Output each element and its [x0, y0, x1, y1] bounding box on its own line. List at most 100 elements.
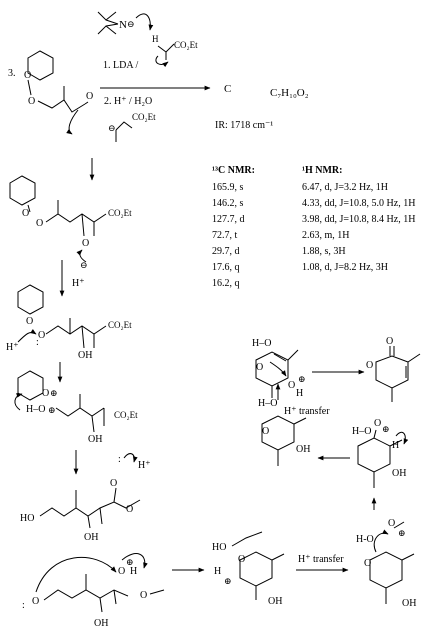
h1-peak: 4.33, dd, J=10.8, 5.0 Hz, 1H: [302, 198, 415, 209]
enolate-minus: ⊖: [108, 123, 116, 133]
carbonyl-oxygen: O: [110, 478, 117, 489]
c13-peak: 29.7, d: [212, 246, 240, 257]
ring-oxygen: O: [26, 316, 33, 327]
alkoxide-minus: ⊖: [80, 260, 88, 270]
hydroxyl: OH: [88, 434, 102, 445]
intermediate-4: O ⊕ H–O ⊕ OH CO₂Et: [17, 370, 138, 445]
chain-1: O O: [27, 79, 93, 113]
h1-peak: 2.63, m, 1H: [302, 230, 350, 241]
curved-arrow-5: [123, 453, 138, 463]
intermediate-2: O O O CO₂Et ⊖: [9, 175, 132, 270]
curved-arrow-4: [14, 392, 23, 411]
intermediate-10: H–O O OH: [258, 398, 310, 466]
enolate-fragment: ⊖ CO₂Et: [108, 112, 156, 142]
intermediate-3: O O : OH CO₂Et: [17, 284, 132, 361]
intermediate-7: HO O H ⊕ OH: [212, 531, 285, 607]
oxonium-plus: ⊕: [398, 528, 406, 538]
protonated-plus: ⊕: [126, 557, 134, 567]
c13-peak: 16.2, q: [212, 278, 240, 289]
hydroxyl: OH: [78, 350, 92, 361]
proton-label-2: H⁺: [6, 342, 19, 353]
h1-title: ¹H NMR:: [302, 165, 343, 176]
hydroxyl: OH: [84, 532, 98, 543]
curved-arrow-ester: [155, 55, 169, 68]
ester-reagent: H CO₂Et: [152, 34, 198, 60]
alpha-h: H: [392, 440, 399, 451]
lone-pair-3: :: [22, 600, 25, 611]
ester-h: H: [130, 566, 137, 577]
hydroxyl: OH: [94, 618, 108, 629]
lda-minus: ⊖: [127, 19, 135, 29]
oxocarbenium-oxygen: O: [118, 566, 125, 577]
aldehyde-oxygen: O: [86, 91, 93, 102]
curved-arrow-8: [373, 529, 389, 553]
h1-peak: 6.47, d, J=3.2 Hz, 1H: [302, 182, 388, 193]
curved-arrow-2: [76, 249, 87, 263]
ether-oxygen: O: [38, 330, 45, 341]
curved-arrow-1: [66, 109, 79, 135]
h1-peaks: 6.47, d, J=3.2 Hz, 1H 4.33, dd, J=10.8, …: [302, 182, 415, 273]
ester-co2et: CO₂Et: [174, 40, 198, 50]
h1-peak: 3.98, dd, J=10.8, 8.4 Hz, 1H: [302, 214, 415, 225]
hydroxyl: OH: [268, 596, 282, 607]
transfer-label-1: H⁺ transfer: [298, 554, 344, 565]
proton-label-1: H⁺: [72, 278, 85, 289]
ring-oxygen: O: [256, 362, 263, 373]
curved-arrow-lda: [135, 13, 154, 31]
intermediate-8: O ⊕ H-O O OH: [356, 518, 416, 609]
hydroxyl: OH: [392, 468, 406, 479]
proton-label-3: H⁺: [138, 460, 151, 471]
ring-oxygen-1: O: [24, 70, 31, 81]
problem-number: 3.: [8, 68, 16, 79]
c13-peak: 165.9, s: [212, 182, 244, 193]
c13-peak: 72.7, t: [212, 230, 238, 241]
lda-structure: N ⊖: [97, 11, 135, 35]
ether-oxygen: O: [36, 218, 43, 229]
oxonium-plus-2: ⊕: [48, 405, 56, 415]
curved-arrow-9: [395, 431, 409, 445]
ester-h: H: [152, 34, 159, 44]
reagent-step1: 1. LDA /: [103, 60, 139, 71]
curved-arrow-10: [269, 361, 287, 377]
lactone-product: O O: [366, 336, 421, 402]
hydroxyl-h: H–O: [352, 426, 371, 437]
hydroxyl-h: H-O: [356, 534, 374, 545]
curved-arrow-7: [121, 553, 148, 569]
c13-peak: 146.2, s: [212, 198, 244, 209]
leaving-plus: ⊕: [298, 374, 306, 384]
h1-peak: 1.88, s, 3H: [302, 246, 346, 257]
co2et: CO₂Et: [108, 320, 132, 330]
intermediate-11: H–O O O H ⊕: [252, 338, 306, 399]
co2et: CO₂Et: [114, 410, 138, 420]
hydroxyl-h: H–O: [258, 398, 277, 409]
intermediate-5: HO OH O O: [20, 478, 141, 543]
leaving-h: H: [296, 388, 303, 399]
hydroxyl-terminal: HO: [20, 513, 34, 524]
h1-peak: 1.08, d, J=8.2 Hz, 3H: [302, 262, 388, 273]
lactone-ring-oxygen: O: [366, 360, 373, 371]
oxonium-oxygen: O: [42, 388, 49, 399]
thp-ring-1: O: [24, 50, 54, 81]
enolate-co2et: CO₂Et: [132, 112, 156, 122]
co2et: CO₂Et: [108, 208, 132, 218]
h-o-label: H–O: [26, 404, 45, 415]
ring-oxygen: O: [262, 426, 269, 437]
lactone-carbonyl-oxygen: O: [386, 336, 393, 347]
hydroxyl-h: HO: [212, 542, 226, 553]
c13-title: ¹³C NMR:: [212, 165, 255, 176]
alkoxide-oxygen: O: [82, 238, 89, 249]
oxonium-plus: ⊕: [50, 388, 58, 398]
ir-data: IR: 1718 cm⁻¹: [215, 120, 273, 131]
lone-pair: :: [36, 337, 39, 348]
leaving-oxygen: O: [288, 380, 295, 391]
ester-oxygen: O: [126, 504, 133, 515]
curved-arrow-6: [35, 557, 117, 593]
ether-oxygen-1: O: [28, 96, 35, 107]
ring-oxygen: O: [22, 208, 29, 219]
reagent-step2: 2. H⁺ / H₂O: [104, 96, 152, 107]
curved-arrow-3: [17, 329, 37, 343]
ring-oxygen: O: [364, 558, 371, 569]
oxonium-h: H: [214, 566, 221, 577]
lone-pair-2: :: [118, 454, 121, 465]
attacking-oxygen: O: [32, 596, 39, 607]
